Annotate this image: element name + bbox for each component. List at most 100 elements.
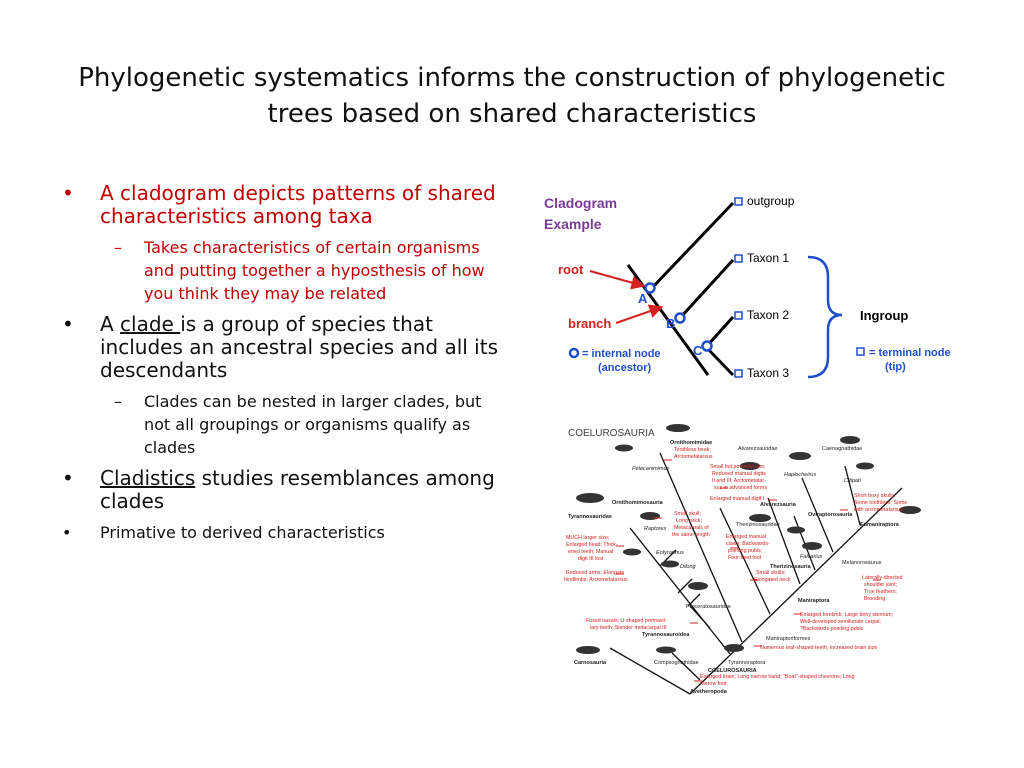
bullet-text: Primative to derived characteristics <box>100 523 385 542</box>
label-tyrannoraptora: Tyrannoraptora <box>728 660 766 666</box>
outgroup-branch <box>648 201 735 292</box>
label-coelurosauria-node: COELUROSAURIA <box>708 668 757 674</box>
taxon1-branch <box>678 258 735 320</box>
char-8b: hindlimbs; Arctometatarsus <box>564 577 628 583</box>
label-proceratosauridae: Proceratosauridae <box>686 604 731 610</box>
char-10a: Laterally-directed <box>862 575 903 581</box>
ingroup-label: Ingroup <box>860 308 908 323</box>
internal-node-legend-icon <box>568 347 580 359</box>
dash-marker: – <box>114 238 122 257</box>
bullet-cladistics: • Cladistics studies resemblances among … <box>62 467 502 513</box>
taxon2-label: Taxon 2 <box>747 308 789 322</box>
label-pelecanimimus: Pelecanimimus <box>632 466 670 472</box>
terminal-node-taxon1 <box>734 254 743 263</box>
label-eotyrannus: Eotyrannus <box>656 550 684 556</box>
bullet-marker: • <box>62 466 74 490</box>
label-maniraptora: Maniraptora <box>798 598 830 604</box>
char-5a: Small skull; <box>674 511 701 517</box>
char-1b: Arctometatarsus <box>674 454 713 460</box>
char-11a: Enlarged forelimb; Large bony sternum; <box>800 612 893 618</box>
char-4c: with arctometatarsus <box>854 507 903 513</box>
label-dilong: Dilong <box>680 564 697 570</box>
char-5b: Long neck; <box>676 518 702 524</box>
terminal-node-taxon3 <box>734 369 743 378</box>
char-5c: Metacarpals of <box>674 525 709 531</box>
bullet-text: A cladogram depicts patterns of shared c… <box>100 181 496 228</box>
terminal-node-legend-2: (tip) <box>885 361 906 373</box>
char-14a: Enlarged brain; Long narrow hand; "Boat"… <box>700 674 855 680</box>
char-6d: digit III lost <box>578 556 604 562</box>
char-13: Numerous leaf-shaped teeth; Increased br… <box>760 645 877 651</box>
char-4b: Some toothless; Some <box>854 500 907 506</box>
cladogram-title-2: Example <box>544 216 602 232</box>
char-7a: Enlarged manual <box>726 534 766 540</box>
phylogeny-branches <box>609 452 903 695</box>
bullet-cladogram: • A cladogram depicts patterns of shared… <box>62 182 502 228</box>
taxon3-branch <box>704 345 735 377</box>
cladogram-title-1: Cladogram <box>544 195 617 211</box>
label-carnosauria: Carnosauria <box>574 660 607 666</box>
character-ticks <box>616 459 881 682</box>
branch-label: branch <box>568 316 611 331</box>
cladistics-term: Cladistics <box>100 466 196 490</box>
char-11c: ?Backwards-pointing pubis <box>800 626 864 632</box>
cladogram-example: Cladogram Example A B C root branch outg… <box>544 194 951 380</box>
bullet-marker: • <box>62 181 74 205</box>
char-8a: Reduced arms; Elongate <box>566 570 624 576</box>
char-5d: the same length <box>672 532 710 538</box>
label-tyrannosauroidea: Tyrannosauroidea <box>642 632 690 638</box>
char-12b: lary teeth; Slender metacarpal III <box>590 625 667 631</box>
char-10b: shoulder joint; <box>864 582 897 588</box>
label-ornithomimidae: Ornithomimidae <box>670 440 712 446</box>
label-eumaniraptora: Eumaniraptora <box>860 522 900 528</box>
terminal-node-legend-icon <box>856 347 865 356</box>
char-6a: MUCH larger size; <box>566 535 609 541</box>
taxon1-label: Taxon 1 <box>747 251 789 265</box>
terminal-node-taxon2 <box>734 311 743 320</box>
label-compsognathidae: Compsognathidae <box>654 660 699 666</box>
bullet-text-post: is a group of species that includes an a… <box>100 312 498 382</box>
taxon3-label: Taxon 3 <box>747 366 789 380</box>
label-maniraptoriformes: Maniraptoriformes <box>766 636 811 642</box>
label-therizinosauridae: Therizinosauridae <box>736 522 780 528</box>
bullet-clade: • A clade is a group of species that inc… <box>62 313 502 382</box>
bullet-marker: • <box>62 312 74 336</box>
slide-title: Phylogenetic systematics informs the con… <box>40 60 984 132</box>
label-falcarius: Falcarius <box>800 554 823 560</box>
bullet-text-pre: A <box>100 312 121 336</box>
subbullet-text: Takes characteristics of certain organis… <box>144 238 485 303</box>
internal-node-legend-2: (ancestor) <box>598 362 652 374</box>
ingroup-brace <box>807 255 843 379</box>
root-label: root <box>558 262 584 277</box>
char-4a: Short boxy skulls; <box>854 493 896 499</box>
label-ornithomimosauria: Ornithomimosauria <box>612 500 664 506</box>
char-9a: Small skulls; <box>756 570 785 576</box>
internal-node-b <box>674 312 686 324</box>
label-haplocheirus: Haplocheirus <box>784 472 816 478</box>
node-a-label: A <box>638 291 648 306</box>
subbullet-characteristics: – Takes characteristics of certain organ… <box>62 236 502 305</box>
dash-marker: – <box>114 392 122 411</box>
node-b-label: B <box>666 316 675 331</box>
label-therizinosauria: Therizinosauria <box>770 564 812 570</box>
char-6c: ened teeth; Manual <box>568 549 613 555</box>
subbullet-nested: – Clades can be nested in larger clades,… <box>62 390 502 459</box>
char-12a: Fused nasals; U-shaped premaxil- <box>586 618 667 624</box>
label-caenagnathidae: Caenagnathidae <box>822 446 862 452</box>
char-7d: Four-toed foot <box>728 555 762 561</box>
char-2a: Small but powerful arm; <box>710 464 766 470</box>
char-3: Enlarged manual digit I <box>710 496 764 502</box>
dinosaur-silhouettes <box>576 424 921 654</box>
node-c-label: C <box>693 343 703 358</box>
char-11b: Well-developed semilunate carpal; <box>800 619 881 625</box>
char-1a: Toothless beak; <box>674 447 711 453</box>
clade-term: clade <box>120 312 181 336</box>
coelurosauria-phylogeny: COELUROSAURIA <box>564 424 921 695</box>
bullet-list: • A cladogram depicts patterns of shared… <box>62 182 502 552</box>
char-2d: sus in advanced forms <box>714 485 767 491</box>
char-6b: Enlarged head; Thick- <box>566 542 618 548</box>
label-alvarezsauria: Alvarezsauria <box>760 502 797 508</box>
char-7b: claws; Backwards- <box>726 541 770 547</box>
internal-node-c <box>701 340 713 352</box>
label-tyrannosauridae: Tyrannosauridae <box>568 514 612 520</box>
